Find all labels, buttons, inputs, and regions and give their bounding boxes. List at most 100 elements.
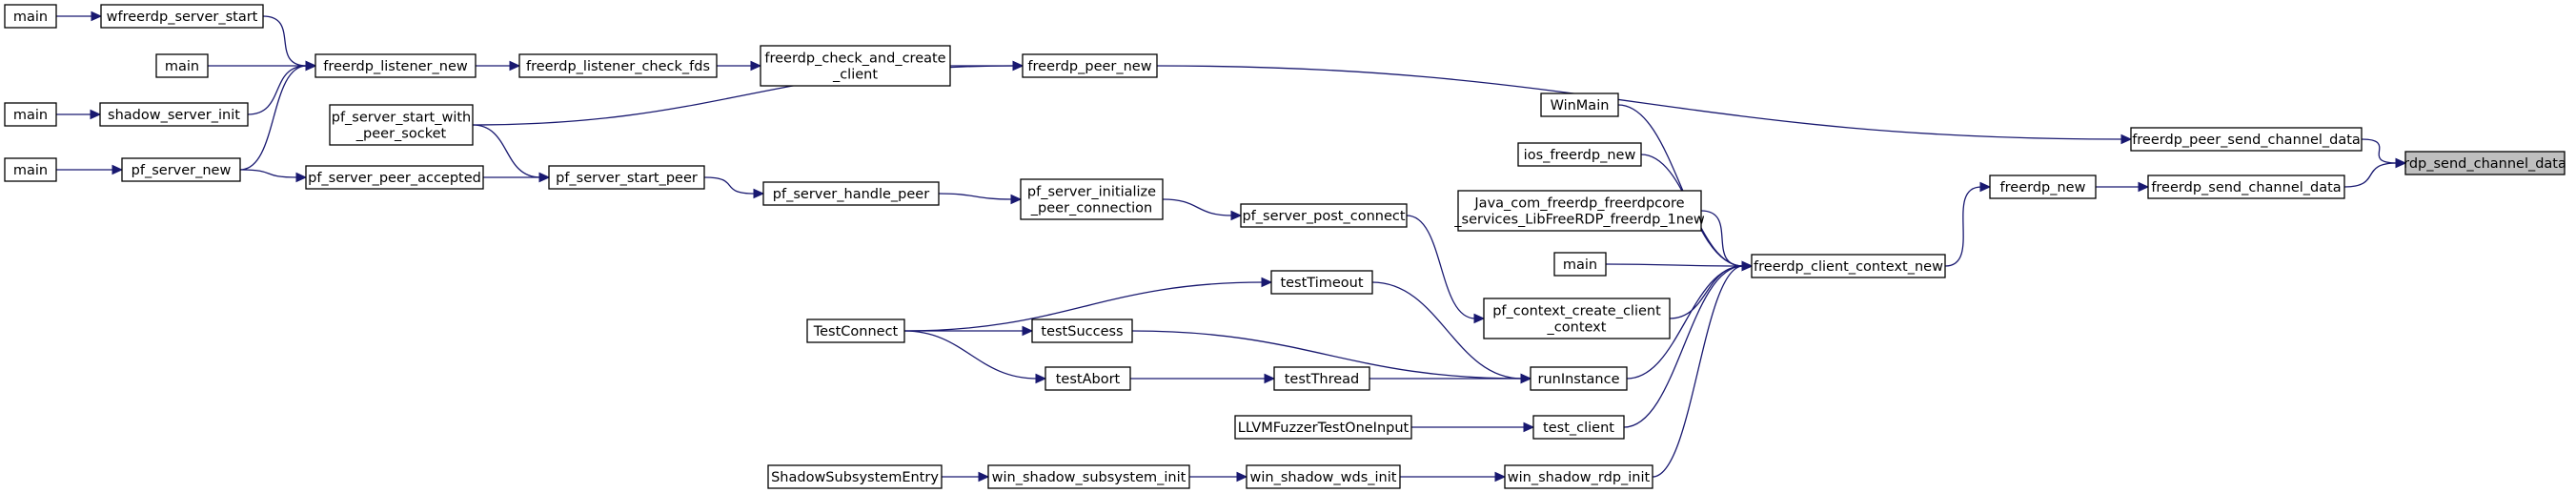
node-runinstance[interactable]: runInstance xyxy=(1530,366,1628,391)
node-label: _context xyxy=(1547,320,1607,336)
node-shadow-server-init[interactable]: shadow_server_init xyxy=(99,102,249,127)
node-label: testTimeout xyxy=(1280,276,1363,291)
arrowhead-testTimeout xyxy=(1261,277,1273,288)
node-testtimeout[interactable]: testTimeout xyxy=(1270,270,1373,295)
node-box xyxy=(305,165,484,190)
node-label: main xyxy=(13,10,48,25)
node-label: LLVMFuzzerTestOneInput xyxy=(1238,421,1410,436)
arrowhead-freerdp_client_context_new xyxy=(1741,260,1754,272)
edge-pf_server_new-to-freerdp_listener_new xyxy=(239,65,308,171)
arrowhead-pf_server_new xyxy=(112,164,124,175)
arrowhead-pf_server_post_connect xyxy=(1230,210,1243,221)
arrowhead-win_shadow_wds_init xyxy=(1236,471,1248,483)
node-freerdp-client-context-new[interactable]: freerdp_client_context_new xyxy=(1751,254,1946,278)
edge-test_client-to-freerdp_client_context_new xyxy=(1623,265,1744,428)
node-box xyxy=(4,157,57,182)
node-box xyxy=(518,53,718,78)
node-main-1[interactable]: main xyxy=(4,4,57,29)
node-freerdp-peer-send-channel-data[interactable]: freerdp_peer_send_channel_data xyxy=(2130,127,2363,152)
node-ios-freerdp-new[interactable]: ios_freerdp_new xyxy=(1517,142,1642,167)
node-win-shadow-wds-init[interactable]: win_shadow_wds_init xyxy=(1246,464,1401,489)
node-freerdp-peer-new[interactable]: freerdp_peer_new xyxy=(1022,53,1158,78)
arrowhead-freerdp_new xyxy=(1979,181,1992,193)
node-box xyxy=(155,53,209,78)
node-testconnect[interactable]: TestConnect xyxy=(806,318,905,343)
edge-pf_server_start_peer-to-pf_server_handle_peer xyxy=(703,176,756,195)
edge-pf_context_create_client_context-to-freerdp_client_context_new xyxy=(1669,265,1744,319)
node-win-shadow-subsystem-init[interactable]: win_shadow_subsystem_init xyxy=(987,464,1190,489)
node-pf-server-start-with-peer-socket[interactable]: pf_server_start_with_peer_socket xyxy=(329,104,474,146)
node-label: main xyxy=(13,108,48,123)
node-winmain[interactable]: WinMain xyxy=(1540,92,1619,117)
node-label: _services_LibFreeRDP_freerdp_1new xyxy=(1453,213,1705,228)
node-label: testAbort xyxy=(1056,372,1121,387)
node-label: pf_server_initialize xyxy=(1027,185,1156,200)
node-label: rdp_send_channel_data xyxy=(2404,156,2566,172)
node-label: pf_context_create_client xyxy=(1492,304,1661,319)
node-box xyxy=(314,53,477,78)
node-shadowsubsystementry[interactable]: ShadowSubsystemEntry xyxy=(767,464,943,489)
node-label: _peer_socket xyxy=(355,127,447,142)
node-label: _peer_connection xyxy=(1030,201,1152,216)
node-box xyxy=(1031,318,1133,343)
node-win-shadow-rdp-init[interactable]: win_shadow_rdp_init xyxy=(1504,464,1653,489)
node-label: main xyxy=(165,59,199,74)
edge-TestConnect-to-testAbort xyxy=(903,330,1038,380)
node-pf-server-start-peer[interactable]: pf_server_start_peer xyxy=(548,165,705,190)
node-box xyxy=(121,157,241,182)
node-box xyxy=(4,102,57,127)
node-box xyxy=(2130,127,2363,152)
node-label: TestConnect xyxy=(813,324,899,339)
node-label: runInstance xyxy=(1537,372,1619,387)
node-llvmfuzzertestoneinput[interactable]: LLVMFuzzerTestOneInput xyxy=(1234,415,1412,440)
node-main-3[interactable]: main xyxy=(4,102,57,127)
node-box xyxy=(4,4,57,29)
arrowhead-shadow_server_init xyxy=(90,109,102,120)
node-pf-server-post-connect[interactable]: pf_server_post_connect xyxy=(1240,203,1408,228)
node-wfreerdp-server-start[interactable]: wfreerdp_server_start xyxy=(100,4,264,29)
node-main-2[interactable]: main xyxy=(155,53,209,78)
node-label: win_shadow_wds_init xyxy=(1250,470,1397,485)
node-freerdp-check-and-create-client[interactable]: freerdp_check_and_create_client xyxy=(760,45,951,87)
arrowhead-freerdp_peer_send_channel_data xyxy=(2120,134,2133,145)
node-pf-server-peer-accepted[interactable]: pf_server_peer_accepted xyxy=(305,165,484,190)
node-pf-context-create-client-context[interactable]: pf_context_create_client_context xyxy=(1483,298,1671,339)
node-pf-server-handle-peer[interactable]: pf_server_handle_peer xyxy=(762,181,940,206)
node-box xyxy=(1270,270,1373,295)
node-test-client[interactable]: test_client xyxy=(1532,415,1625,440)
arrowhead-pf_context_create_client_context xyxy=(1473,313,1486,324)
node-testabort[interactable]: testAbort xyxy=(1045,366,1131,391)
node-main-4[interactable]: main xyxy=(4,157,57,182)
node-freerdp-send-channel-data[interactable]: freerdp_send_channel_data xyxy=(2147,175,2345,199)
node-main-5[interactable]: main xyxy=(1553,252,1607,277)
node-label: freerdp_listener_check_fds xyxy=(526,59,710,74)
edge-freerdp_peer_new-to-freerdp_peer_send_channel_data xyxy=(1156,65,2123,140)
node-box xyxy=(1989,175,2097,199)
node-rdp-send-channel-data: rdp_send_channel_data xyxy=(2404,151,2566,175)
edges-layer xyxy=(56,10,2407,483)
node-freerdp-new[interactable]: freerdp_new xyxy=(1989,175,2097,199)
arrowhead-freerdp_listener_check_fds xyxy=(509,60,521,72)
edge-pf_server_post_connect-to-pf_context_create_client_context xyxy=(1406,215,1476,319)
node-pf-server-initialize-peer-connection[interactable]: pf_server_initialize_peer_connection xyxy=(1020,178,1164,220)
node-java-com-freerdp[interactable]: Java_com_freerdp_freerdpcore_services_Li… xyxy=(1453,190,1705,232)
node-label: freerdp_peer_send_channel_data xyxy=(2132,133,2361,148)
node-pf-server-new[interactable]: pf_server_new xyxy=(121,157,241,182)
node-label: testSuccess xyxy=(1041,324,1123,339)
node-label: freerdp_peer_new xyxy=(1027,59,1151,74)
arrowhead-freerdp_send_channel_data xyxy=(2138,181,2150,193)
arrowhead-runInstance xyxy=(1520,373,1532,384)
node-label: freerdp_new xyxy=(2000,180,2086,195)
node-label: pf_server_new xyxy=(132,163,232,178)
node-label: shadow_server_init xyxy=(108,108,240,123)
arrowhead-testAbort xyxy=(1035,373,1047,384)
node-testsuccess[interactable]: testSuccess xyxy=(1031,318,1133,343)
arrowhead-pf_server_handle_peer xyxy=(753,188,765,199)
node-freerdp-listener-check-fds[interactable]: freerdp_listener_check_fds xyxy=(518,53,718,78)
node-label: ShadowSubsystemEntry xyxy=(771,470,939,485)
node-freerdp-listener-new[interactable]: freerdp_listener_new xyxy=(314,53,477,78)
arrowhead-testThread xyxy=(1264,373,1276,384)
node-box xyxy=(2147,175,2345,199)
node-testthread[interactable]: testThread xyxy=(1273,366,1370,391)
